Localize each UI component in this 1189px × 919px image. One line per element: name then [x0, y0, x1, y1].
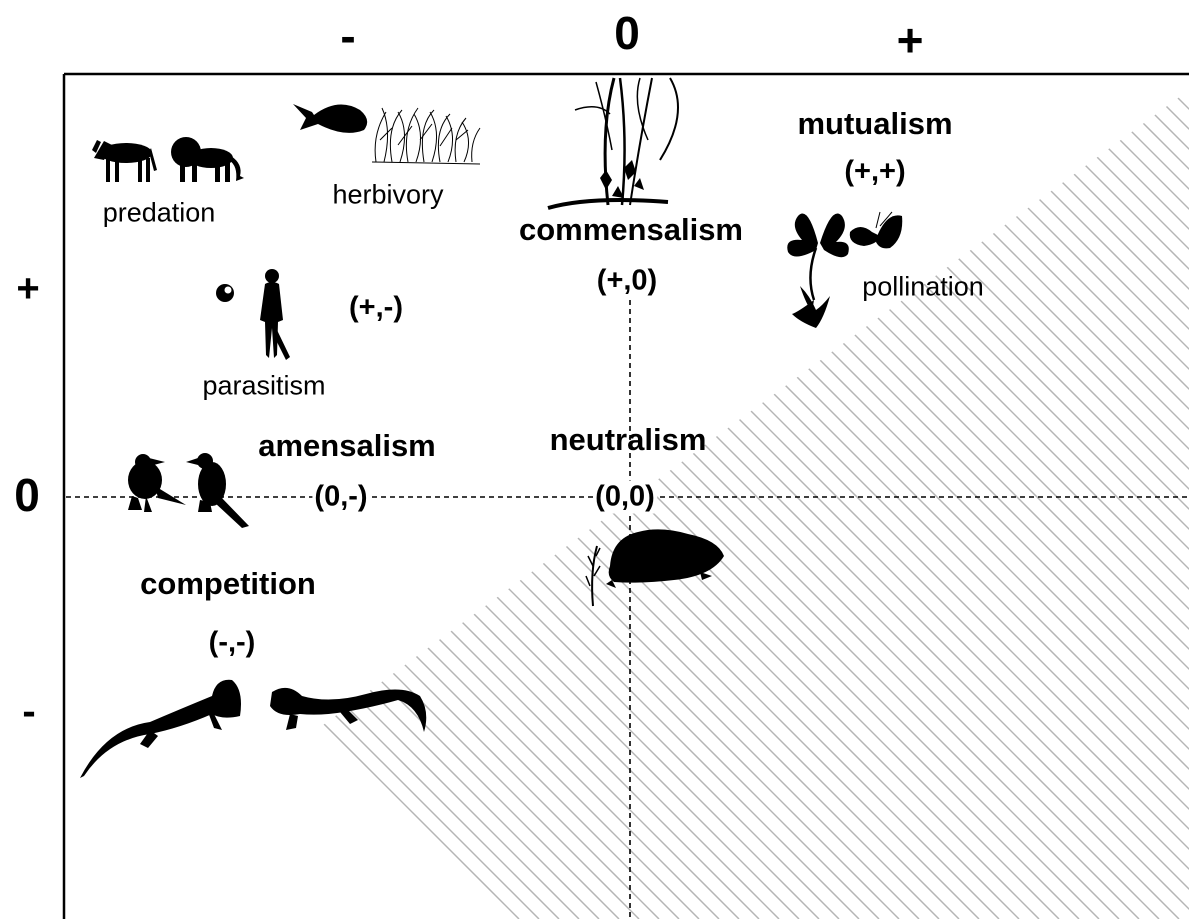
butterfly-silhouette	[849, 211, 903, 249]
mutualism-title: mutualism	[797, 106, 953, 141]
seagrass-silhouette	[371, 107, 481, 165]
hatch-line	[1039, 90, 1189, 919]
hatch-line	[399, 90, 1189, 919]
hatch-line	[999, 90, 1189, 919]
competition-sign: (-,-)	[208, 626, 256, 659]
hatch-line	[939, 90, 1189, 919]
zebra-silhouette	[92, 140, 157, 182]
top-axis-label-positive: +	[896, 14, 924, 66]
hatch-line	[64, 90, 900, 919]
hatch-line	[1019, 90, 1189, 919]
herbivory-caption: herbivory	[332, 179, 444, 210]
hatch-line	[64, 90, 880, 919]
human-silhouette	[260, 269, 290, 360]
competition-title: competition	[140, 566, 316, 601]
left-axis-label-zero: 0	[14, 469, 40, 521]
parasite-silhouette	[216, 284, 234, 302]
fish-silhouette	[293, 104, 368, 133]
pollination-caption: pollination	[862, 271, 984, 302]
hatch-line	[1159, 90, 1189, 919]
hatch-line	[979, 90, 1189, 919]
commensalism-sign: (+,0)	[596, 264, 658, 297]
mutualism-sign: (+,+)	[844, 155, 906, 188]
seabird-silhouette	[186, 453, 249, 528]
commensalism-title: commensalism	[519, 212, 743, 247]
vine-on-branch-silhouette	[547, 77, 679, 210]
amensalism-title: amensalism	[258, 428, 436, 463]
parasitism-caption: parasitism	[202, 370, 326, 401]
lizard-silhouette	[270, 687, 427, 732]
grass-blade-silhouette	[585, 545, 601, 607]
hatch-line	[959, 90, 1189, 919]
hatch-line	[64, 90, 520, 919]
lion-silhouette	[171, 137, 244, 182]
plot-frame	[62, 72, 1189, 919]
predation-caption: predation	[102, 197, 216, 228]
hatch-line	[359, 90, 1189, 919]
top-axis-label-negative: -	[340, 10, 356, 62]
shrub-silhouette	[606, 529, 724, 588]
amensalism-sign: (0,-)	[312, 480, 370, 514]
left-axis-label-positive: +	[16, 266, 40, 311]
parasitism-sign: (+,-)	[349, 291, 403, 324]
top-axis-label-zero: 0	[614, 7, 640, 59]
left-axis-label-negative: -	[22, 689, 36, 734]
neutralism-sign: (0,0)	[593, 480, 657, 514]
hatch-line	[1079, 90, 1189, 919]
neutralism-title: neutralism	[549, 422, 707, 457]
seabird-silhouette	[128, 454, 186, 512]
flower-silhouette	[787, 213, 849, 328]
lizard-silhouette	[80, 679, 241, 778]
hatch-line	[1099, 90, 1189, 919]
